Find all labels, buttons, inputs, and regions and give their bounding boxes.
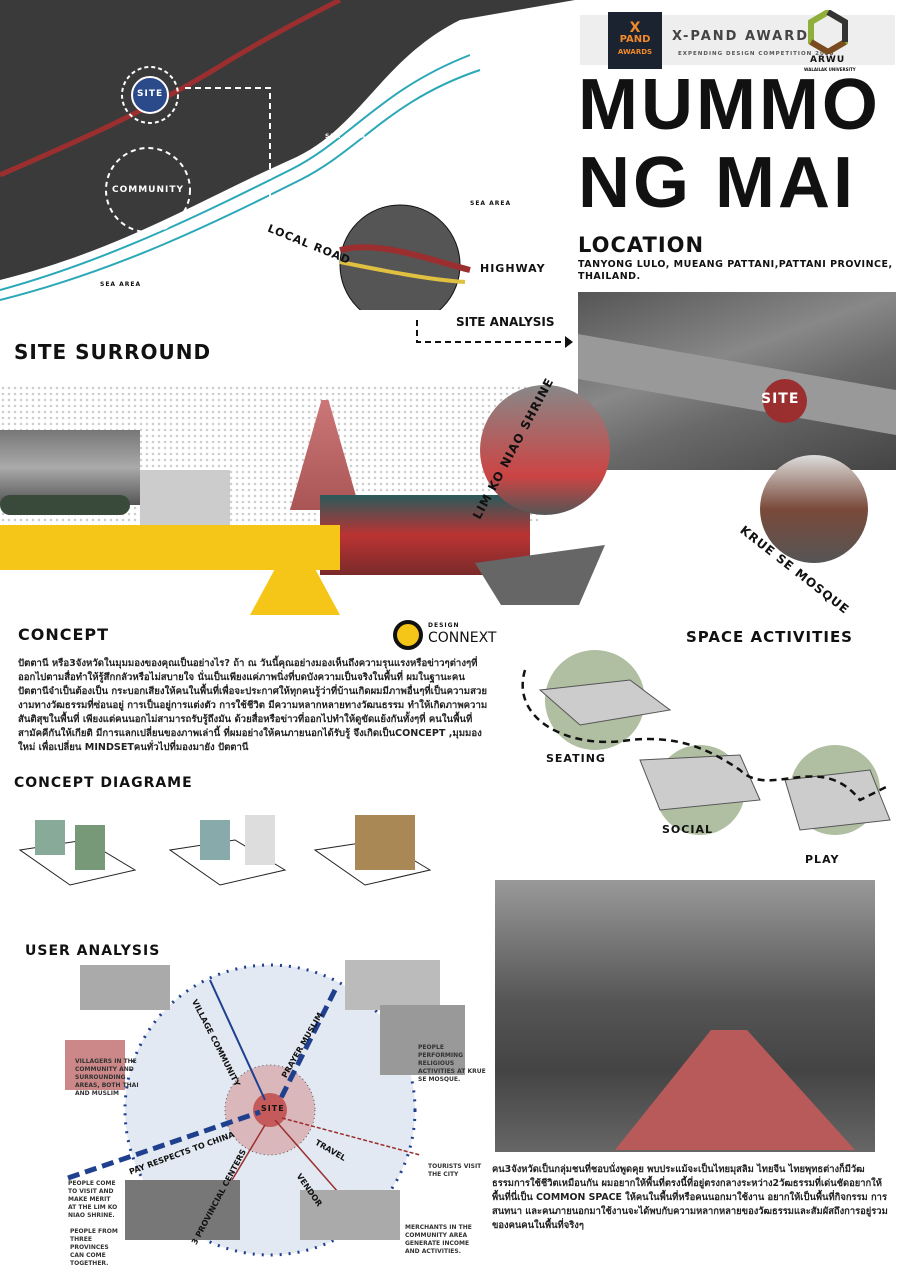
- award-subtitle: EXPENDING DESIGN COMPETITION 2025: [678, 51, 835, 57]
- concept-heading: CONCEPT: [18, 625, 110, 644]
- logo-awards: AWARDS: [617, 48, 653, 56]
- map-community-label: COMMUNITY: [112, 185, 185, 195]
- space-activities-heading: SPACE ACTIVITIES: [686, 628, 853, 646]
- project-title: MUMMO NG MAI: [578, 66, 881, 222]
- note-merit: PEOPLE COME TO VISIT AND MAKE MERIT AT T…: [68, 1180, 118, 1219]
- title-line-1: MUMMO: [578, 65, 881, 145]
- mosque-photo: [0, 430, 140, 505]
- mosque-circle-photo: [760, 455, 868, 563]
- user-analysis-heading: USER ANALYSIS: [25, 943, 161, 959]
- sea-area-label: SEA AREA: [325, 133, 367, 140]
- dashed-arrow: [416, 320, 573, 348]
- concept-diagram-heading: CONCEPT DIAGRAME: [14, 775, 193, 791]
- site-label: SITE: [261, 1104, 285, 1113]
- social-label: SOCIAL: [662, 823, 713, 836]
- highway-label: HIGHWAY: [480, 262, 546, 275]
- logo-x: X: [629, 20, 641, 36]
- xpand-logo: X PAND AWARDS: [608, 12, 662, 69]
- concept-text: ปัตตานี หรือ3จังหวัดในมุมมองของคุณเป็นอย…: [18, 658, 488, 753]
- design-connext-logo-icon: [393, 620, 423, 650]
- logo-design: DESIGN: [428, 622, 460, 629]
- shrine-circle-photo: [480, 385, 610, 515]
- concept-diagrams: [18, 815, 432, 886]
- seating-label: SEATING: [546, 752, 606, 765]
- title-line-2: NG MAI: [578, 143, 856, 223]
- play-label: PLAY: [805, 853, 840, 866]
- yellow-band: [0, 525, 340, 570]
- arwu-sub: WALAILAK UNIVERSITY: [804, 67, 856, 72]
- site-surround-heading: SITE SURROUND: [14, 340, 212, 364]
- note-merchants: MERCHANTS IN THE COMMUNITY AREA GENERATE…: [405, 1224, 472, 1255]
- note-villagers: VILLAGERS IN THE COMMUNITY AND SURROUNDI…: [75, 1058, 139, 1097]
- site-analysis-label: SITE ANALYSIS: [456, 315, 555, 329]
- note-religious: PEOPLE PERFORMING RELIGIOUS ACTIVITIES A…: [418, 1044, 486, 1083]
- arwu-label: ARWU: [810, 55, 846, 65]
- logo-pand: PAND: [619, 34, 651, 45]
- sea-area-label: SEA AREA: [470, 200, 512, 207]
- location-heading: LOCATION: [578, 233, 705, 257]
- location-address: TANYONG LULO, MUEANG PATTANI,PATTANI PRO…: [578, 259, 893, 282]
- note-tourists: TOURISTS VISIT THE CITY: [428, 1163, 482, 1178]
- cannon-photo: [0, 495, 130, 515]
- award-title: X-PAND AWARD: [672, 29, 810, 44]
- space-activities-diagram: [521, 650, 891, 835]
- sea-area-label: SEA AREA: [100, 281, 142, 288]
- arwu-logo-icon: [808, 10, 848, 54]
- satellite-image: SITE: [578, 292, 896, 470]
- sat-site-label: SITE: [761, 391, 800, 407]
- map-site-label: SITE: [137, 89, 164, 99]
- logo-connext: CONNEXT: [428, 630, 497, 646]
- common-space-text: คน3จังหวัดเป็นกลุ่มชนที่ชอบนั่งพูดคุย พบ…: [492, 1164, 888, 1231]
- street-photo: [495, 880, 875, 1152]
- user-analysis-diagram: [65, 960, 465, 1257]
- people-photo: [140, 470, 230, 530]
- aerial-map: [0, 0, 575, 310]
- note-provinces: PEOPLE FROM THREE PROVINCES CAN COME TOG…: [70, 1228, 118, 1267]
